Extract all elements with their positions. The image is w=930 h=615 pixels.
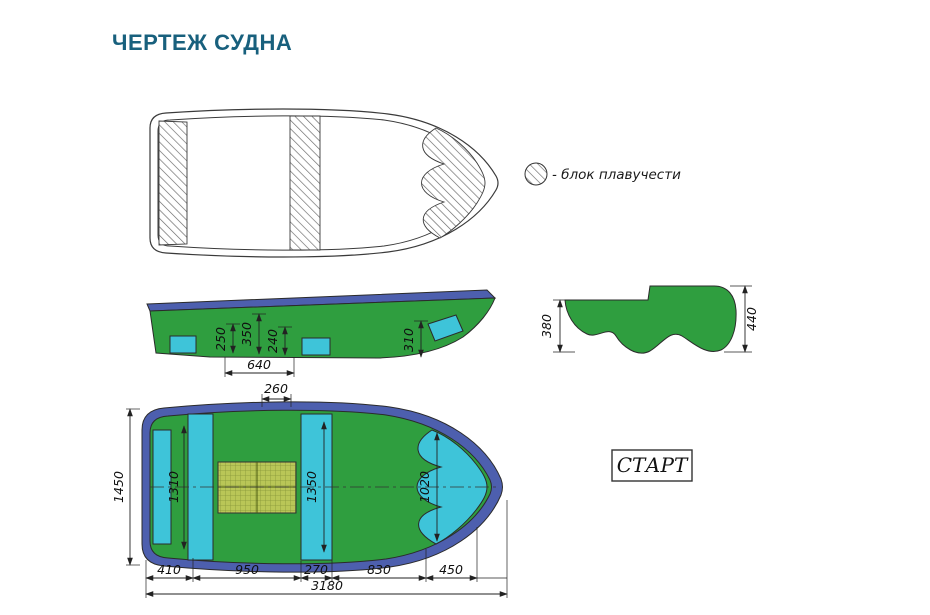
plan-view-drawing: 1310 1350 1020 1450 260 [111,381,508,598]
side-dim-250: 250 [213,323,240,354]
dimension-label: 830 [367,562,391,577]
svg-text:250: 250 [213,327,228,351]
dimension-label: 450 [439,562,463,577]
plan-dim-1310: 1310 [166,425,187,550]
side-dim-240: 240 [265,326,292,356]
dimension-label: 950 [235,562,259,577]
cross-section-drawing: 380 440 [539,285,759,354]
svg-text:1450: 1450 [111,471,126,503]
mid-buoyancy-block [289,115,321,251]
svg-text:240: 240 [265,329,280,353]
top-view-drawing [149,108,499,258]
stern-buoyancy-block [158,120,188,246]
side-seat-mid [301,337,331,356]
svg-text:440: 440 [744,307,759,331]
hull-outer-contour [149,108,499,258]
section-hull [564,285,737,354]
side-dim-350: 350 [239,313,266,355]
svg-text:310: 310 [401,328,416,352]
svg-text:260: 260 [264,381,288,396]
side-seat-bow [427,314,464,342]
svg-text:1310: 1310 [166,471,181,503]
svg-text:640: 640 [247,357,271,372]
side-dim-310: 310 [401,320,428,358]
side-hull [149,297,496,359]
svg-text:1020: 1020 [417,471,432,503]
model-name-box [611,449,693,482]
hatch-legend-icon [524,162,548,186]
dimension-label-overall: 3180 [311,578,343,593]
side-view-drawing: 250 350 240 310 640 [146,289,497,377]
model-label: СТАРТ [611,449,693,482]
legend-label: - блок плавучести [552,167,681,183]
page-title: ЧЕРТЕЖ СУДНА [112,30,293,55]
section-dim-440: 440 [724,285,759,353]
svg-text:350: 350 [239,322,254,346]
plan-dim-260: 260 [261,381,292,407]
plan-dim-1020: 1020 [417,432,440,542]
plan-dim-1350: 1350 [304,421,327,553]
plan-dim-1450: 1450 [111,408,140,566]
svg-text:1350: 1350 [304,471,319,503]
section-dim-380: 380 [539,299,575,353]
bow-buoyancy-block [421,127,486,239]
model-name: СТАРТ [617,453,689,477]
svg-text:380: 380 [539,314,554,338]
side-seat-stern [169,335,197,354]
buoyancy-legend: - блок плавучести [524,162,681,186]
plan-bottom-chain: 410 950 270 830 450 3180 [145,500,508,598]
dimension-label: 270 [304,562,328,577]
dimension-label: 410 [157,562,181,577]
side-dim-640: 640 [224,357,295,377]
